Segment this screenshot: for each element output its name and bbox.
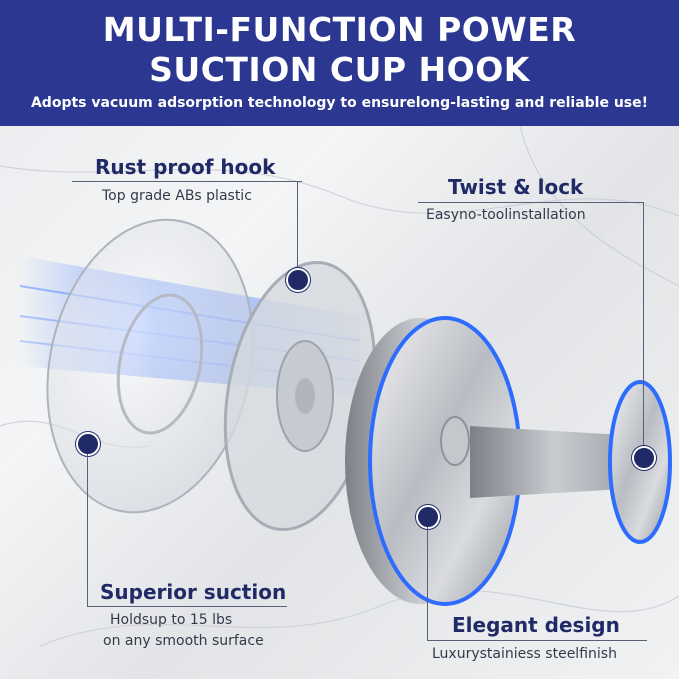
suction-desc-2: on any smooth surface (103, 633, 264, 649)
suction-leader (87, 454, 88, 606)
header-banner: MULTI-FUNCTION POWER SUCTION CUP HOOK Ad… (0, 0, 679, 126)
design-title: Elegant design (452, 613, 620, 637)
design-leader (427, 527, 428, 641)
product-illustration (0, 126, 679, 647)
twist-lock-marker (632, 446, 656, 470)
headline-subtitle: Adopts vacuum adsorption technology to e… (30, 95, 649, 111)
twist-lock-leader (643, 202, 644, 452)
design-desc: Luxurystainiess steelfinish (432, 646, 617, 662)
suction-desc-1: Holdsup to 15 lbs (110, 612, 233, 628)
suction-title: Superior suction (100, 580, 287, 604)
rust-proof-underline (72, 181, 302, 182)
twist-lock-title: Twist & lock (448, 175, 584, 199)
twist-lock-desc: Easyno-toolinstallation (426, 207, 586, 223)
rust-proof-desc: Top grade ABs plastic (102, 188, 252, 204)
headline-line-2: SUCTION CUP HOOK (149, 50, 530, 89)
rust-proof-title: Rust proof hook (95, 155, 276, 179)
twist-lock-connector (618, 202, 644, 203)
steel-base (345, 316, 522, 606)
twist-lock-underline (418, 202, 618, 203)
design-marker (416, 505, 440, 529)
design-underline (427, 640, 647, 641)
hook-arm (470, 380, 672, 544)
rust-proof-leader (297, 181, 298, 278)
headline-line-1: MULTI-FUNCTION POWER (102, 10, 577, 49)
suction-marker (76, 432, 100, 456)
rust-proof-marker (286, 268, 310, 292)
marble-background (0, 126, 679, 647)
suction-underline (87, 606, 287, 607)
